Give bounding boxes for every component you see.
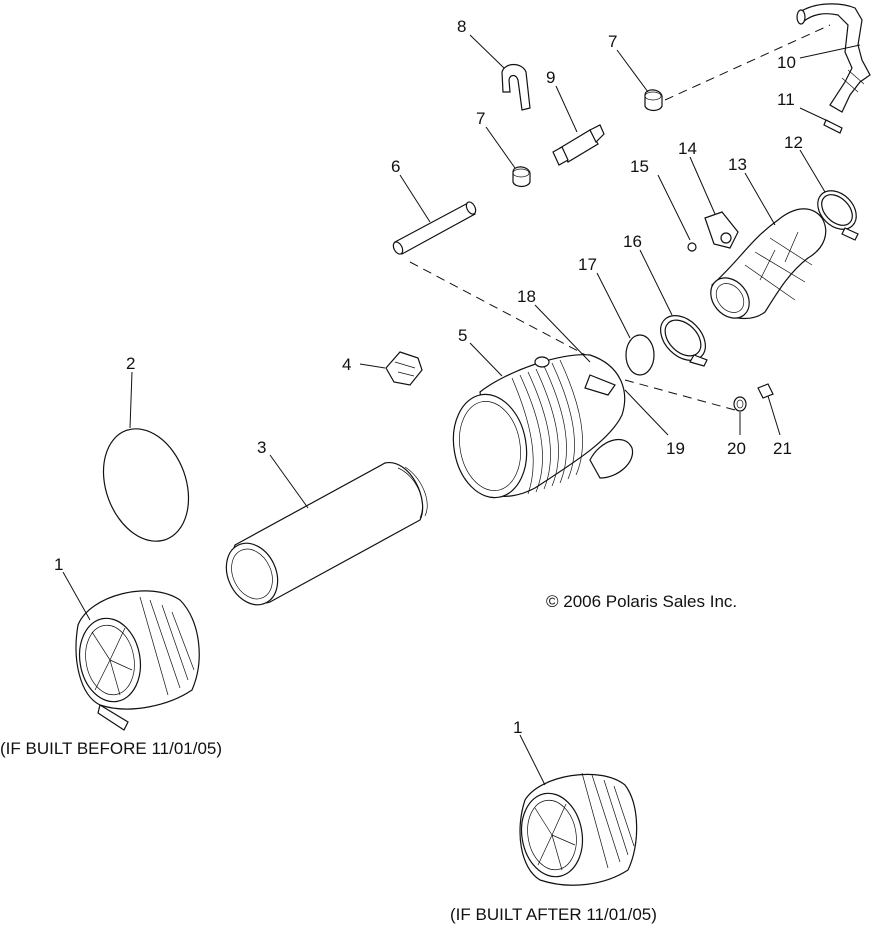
part-13-intake-duct [710, 208, 827, 320]
callout-20: 20 [727, 439, 746, 458]
tube-route-line [409, 261, 596, 361]
part-2-gasket [102, 428, 190, 542]
part-21-plug [757, 383, 774, 399]
part-3-filter-element [225, 462, 428, 606]
callout-9: 9 [546, 68, 555, 87]
part-12-clamp [817, 190, 859, 241]
part-11-screw [823, 119, 843, 134]
callout-8: 8 [457, 17, 466, 36]
part-7-clamp-lower [512, 166, 531, 188]
part-1-cover-after [519, 772, 638, 886]
part-6-tube [392, 201, 477, 255]
callout-11: 11 [777, 90, 795, 109]
callout-7-lower: 7 [476, 109, 485, 128]
part-17-gasket [625, 334, 655, 376]
callout-2: 2 [126, 354, 135, 373]
callout-21: 21 [773, 439, 792, 458]
part-20-cap [733, 396, 747, 412]
built-after-note: (IF BUILT AFTER 11/01/05) [450, 905, 657, 924]
part-4-clip [385, 351, 423, 386]
callout-1-before: 1 [54, 555, 63, 574]
callout-17: 17 [578, 255, 597, 274]
callout-12: 12 [784, 133, 803, 152]
callout-19: 19 [666, 439, 685, 458]
callout-10: 10 [777, 53, 796, 72]
part-9-fitting [552, 124, 605, 166]
hose-route-line [664, 24, 831, 101]
part-1-cover-before [75, 590, 200, 731]
part-16-clamp [660, 315, 708, 367]
callout-4: 4 [342, 355, 351, 374]
callout-15: 15 [630, 157, 649, 176]
callout-16: 16 [623, 232, 642, 251]
callout-18: 18 [517, 287, 536, 306]
callout-14: 14 [678, 139, 697, 158]
part-8-bracket [501, 63, 531, 111]
callout-3: 3 [257, 438, 266, 457]
part-15-bolt [687, 242, 697, 252]
part-14-sensor [704, 211, 739, 249]
part-5-airbox-housing [452, 354, 634, 499]
part-10-hose [796, 3, 871, 113]
callout-13: 13 [728, 155, 747, 174]
callout-7-upper: 7 [608, 32, 617, 51]
copyright-note: © 2006 Polaris Sales Inc. [546, 592, 737, 611]
drain-route-line [624, 379, 736, 411]
leader-lines [62, 34, 861, 786]
callout-5: 5 [458, 326, 467, 345]
built-before-note: (IF BUILT BEFORE 11/01/05) [0, 739, 222, 758]
callout-6: 6 [391, 157, 400, 176]
callout-1-after: 1 [513, 718, 522, 737]
part-7-clamp-upper [644, 89, 663, 112]
